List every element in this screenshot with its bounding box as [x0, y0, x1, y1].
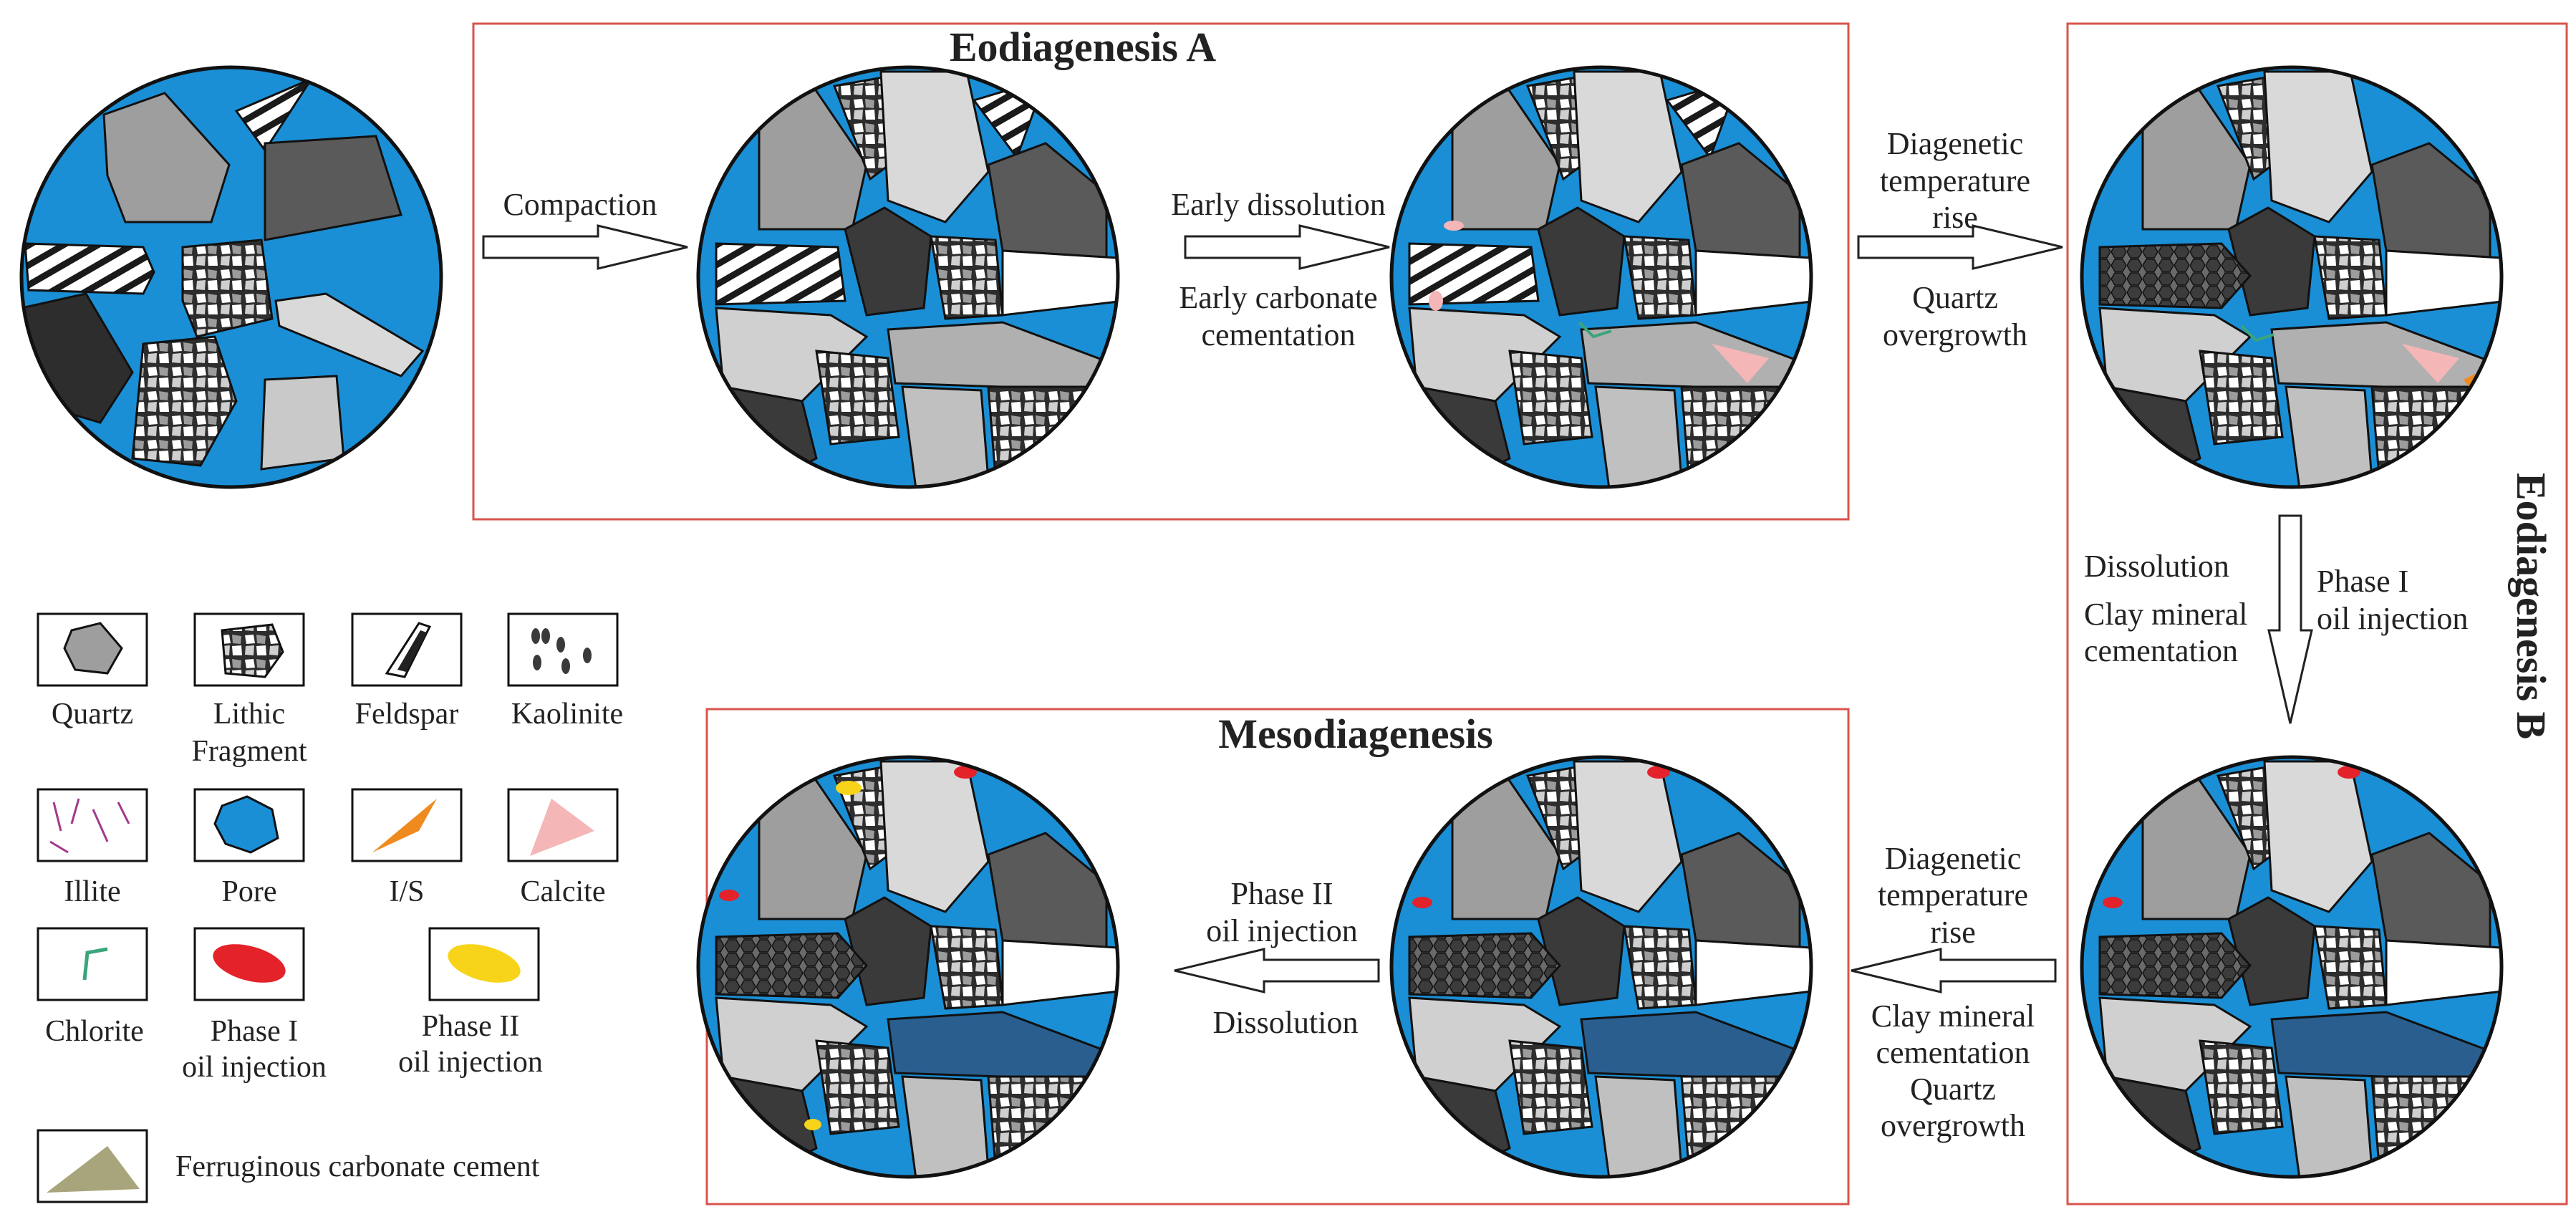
legend-phase1-label-1: Phase I [211, 1015, 298, 1048]
label-temperature-a: temperature [1880, 163, 2030, 198]
legend-feldspar-label: Feldspar [355, 698, 459, 731]
legend-pore-icon [213, 795, 279, 854]
legend-quartz-icon [63, 622, 123, 675]
thin-section-after-compaction [696, 65, 1120, 489]
legend-quartz-label: Quartz [52, 698, 133, 731]
label-overgrowth-m: overgrowth [1881, 1108, 2025, 1143]
eodiagenesis-a-box [472, 22, 1850, 521]
legend: Quartz Lithic Fragment Feldspar Kaolinit… [37, 612, 623, 1203]
label-diagenetic-m: Diagenetic [1885, 841, 2022, 876]
legend-is-label: I/S [389, 875, 424, 908]
label-cementation: cementation [1201, 317, 1355, 352]
label-clay-mineral-b: Clay mineral [2084, 597, 2248, 632]
label-quartz-a: Quartz [1912, 280, 1998, 315]
legend-chlorite-label: Chlorite [45, 1015, 144, 1048]
label-quartz-m: Quartz [1910, 1072, 1996, 1107]
thin-section-mesodiagenesis-early [1389, 755, 1813, 1179]
thin-section-early-carbonate [1389, 65, 1813, 489]
legend-phase1-label-2: oil injection [182, 1051, 327, 1084]
thin-section-quartz-overgrowth [2080, 65, 2504, 489]
legend-phase2-label-2: oil injection [398, 1046, 543, 1079]
label-oil-injection-m: oil injection [1206, 913, 1357, 948]
thin-section-phase2-oil [696, 755, 1120, 1179]
arrow-temperature-rise-a [1857, 224, 2063, 270]
label-dissolution-m: Dissolution [1213, 1005, 1359, 1040]
label-dissolution-b: Dissolution [2084, 549, 2229, 584]
legend-ferruginous-icon [47, 1146, 140, 1193]
legend-ferruginous-label: Ferruginous carbonate cement [175, 1150, 540, 1183]
label-oil-injection-b: oil injection [2317, 601, 2468, 636]
stage-title-eodiagenesis-a: Eodiagenesis A [950, 24, 1216, 70]
legend-pore-label: Pore [222, 875, 277, 908]
arrow-compaction [482, 224, 688, 270]
label-cementation-b: cementation [2084, 633, 2238, 668]
arrow-phase1-oil [2267, 514, 2313, 724]
stage-title-eodiagenesis-b: Eodiagenesis B [2508, 473, 2555, 739]
legend-illite-label: Illite [64, 875, 120, 908]
eodiagenesis-b-box [2066, 22, 2568, 1206]
label-early-dissolution: Early dissolution [1171, 187, 1385, 222]
legend-phase2-label-1: Phase II [422, 1010, 519, 1043]
legend-kaolinite-icon [531, 628, 592, 674]
label-rise-m: rise [1930, 915, 1976, 950]
legend-lithic-label-2: Fragment [192, 735, 307, 768]
arrow-early-dissolution [1184, 224, 1390, 270]
label-rise-a: rise [1932, 200, 1978, 235]
label-overgrowth-a: overgrowth [1883, 317, 2027, 352]
legend-calcite-label: Calcite [521, 875, 606, 908]
legend-phase2-icon [448, 944, 521, 983]
label-diagenetic-a: Diagenetic [1887, 126, 2024, 161]
legend-illite-icon [49, 798, 130, 854]
legend-chlorite-icon [82, 947, 108, 981]
stage-title-mesodiagenesis: Mesodiagenesis [1218, 711, 1492, 757]
label-compaction: Compaction [503, 187, 657, 222]
legend-phase1-icon [213, 944, 286, 983]
legend-is-icon [372, 799, 437, 852]
legend-lithic-label-1: Lithic [213, 698, 285, 731]
label-temperature-m: temperature [1878, 877, 2028, 913]
legend-illite-swatch [37, 788, 148, 862]
legend-calcite-icon [530, 799, 594, 856]
arrow-temperature-rise-b [1851, 948, 2057, 993]
arrow-phase2-oil [1174, 948, 1380, 993]
label-cementation-m: cementation [1876, 1035, 2030, 1070]
legend-lithic-icon [221, 623, 284, 678]
legend-chlorite-swatch [37, 927, 148, 1001]
label-phase2-m: Phase II [1231, 876, 1333, 911]
thin-section-phase1-oil [2080, 755, 2504, 1179]
label-early-carbonate: Early carbonate [1179, 280, 1377, 315]
label-clay-mineral-m: Clay mineral [1871, 999, 2035, 1034]
legend-kaolinite-label: Kaolinite [511, 698, 623, 731]
thin-section-initial [19, 65, 443, 489]
label-phase1-b: Phase I [2317, 564, 2408, 599]
